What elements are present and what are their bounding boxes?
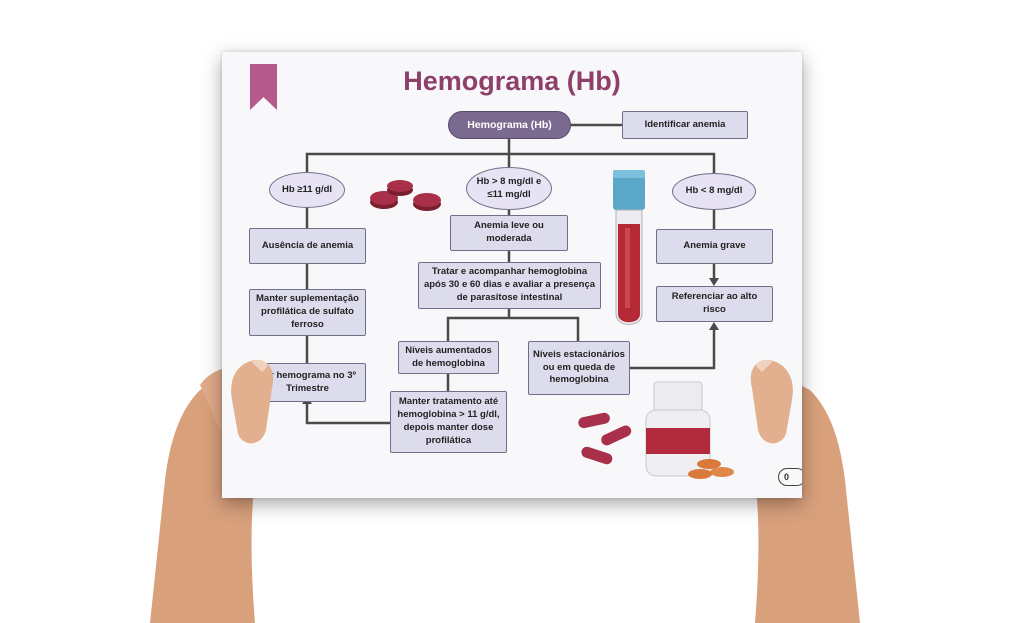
left-step1: Ausência de anemia	[249, 228, 366, 264]
identify-anemia-node: Identificar anemia	[622, 111, 748, 139]
start-node: Hemograma (Hb)	[448, 111, 571, 139]
arrowhead-sub-right	[709, 322, 719, 330]
middle-step2: Tratar e acompanhar hemoglobina após 30 …	[418, 262, 601, 309]
right-step1: Anemia grave	[656, 229, 773, 264]
right-step2: Referenciar ao alto risco	[656, 286, 773, 322]
flowchart-card: Hemograma (Hb)	[222, 52, 802, 498]
pill-tablets-icon	[370, 180, 441, 211]
connector-lines	[302, 120, 719, 425]
page-number-badge: 0	[778, 468, 802, 486]
middle-sub-left-next: Manter tratamento até hemoglobina > 11 g…	[390, 391, 507, 453]
connector-middle-split	[446, 309, 580, 341]
capsules-icon	[578, 412, 632, 465]
page-title: Hemograma (Hb)	[403, 66, 621, 96]
medicine-bottle-icon	[645, 381, 734, 479]
connector-sub-right	[630, 328, 716, 370]
middle-step1: Anemia leve ou moderada	[450, 215, 568, 251]
connector-back-left	[305, 402, 390, 425]
connector-branch-bar	[305, 152, 716, 177]
condition-middle: Hb > 8 mg/dl e ≤11 mg/dl	[466, 167, 552, 210]
arrowhead-right-2	[709, 278, 719, 286]
blood-tube-icon	[613, 170, 645, 325]
middle-sub-right: Níveis estacionários ou em queda de hemo…	[528, 341, 630, 395]
middle-sub-left: Níveis aumentados de hemoglobina	[398, 341, 499, 374]
left-step2: Manter suplementação profilática de sulf…	[249, 289, 366, 336]
condition-right: Hb < 8 mg/dl	[672, 173, 756, 210]
condition-left: Hb ≥11 g/dl	[269, 172, 345, 208]
